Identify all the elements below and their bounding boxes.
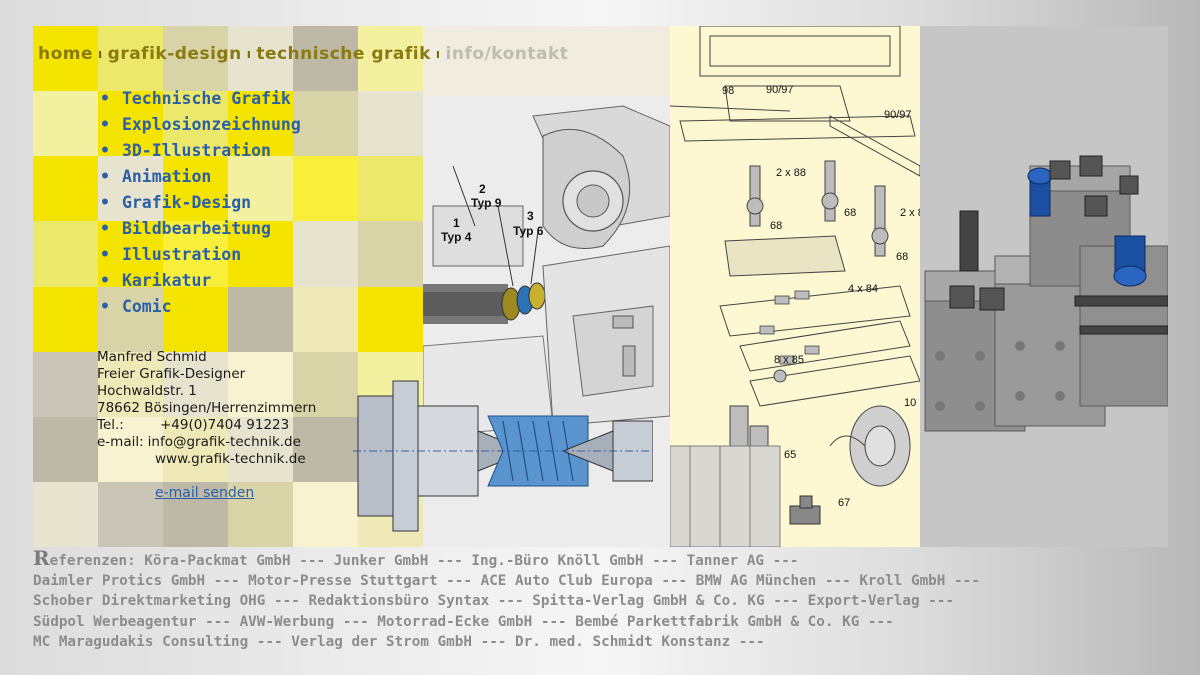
service-item: Animation (100, 164, 301, 190)
mosaic-tile (33, 26, 98, 92)
mosaic-tile (293, 156, 358, 222)
label-typ6: Typ 6 (513, 224, 544, 238)
label-90-97-right: 90/97 (884, 109, 912, 121)
mosaic-tile (293, 91, 358, 157)
label-68-mid: 68 (844, 207, 856, 219)
cross-section-illustration (353, 366, 653, 536)
mosaic-tile (228, 416, 293, 482)
mosaic-tile (33, 221, 98, 287)
service-item: 3D-Illustration (100, 138, 301, 164)
mosaic-tile (358, 286, 423, 352)
nav-item-grafik-design[interactable]: grafik-design (107, 44, 242, 64)
service-item: Explosionzeichnung (100, 112, 301, 138)
nav-item-info-kontakt[interactable]: info/kontakt (445, 44, 569, 64)
label-10: 10 (904, 397, 916, 409)
exploded-view-illustration: 98 90/97 90/97 2 x 88 2 x 88 68 68 68 4 … (670, 26, 920, 547)
contact-email-row: e-mail: info@grafik-technik.de (97, 434, 316, 451)
mosaic-tile (163, 481, 228, 547)
mosaic-tile (228, 351, 293, 417)
reference-line: MC Maragudakis Consulting --- Verlag der… (33, 633, 765, 650)
mosaic-tile (358, 156, 423, 222)
send-email-link[interactable]: e-mail senden (155, 485, 255, 501)
mosaic-tile (33, 156, 98, 222)
reference-line: Daimler Protics GmbH --- Motor-Presse St… (33, 573, 980, 590)
nav-separator: ı (98, 47, 103, 61)
label-90-97-top: 90/97 (766, 84, 794, 96)
exploded-drawing: 98 90/97 90/97 2 x 88 2 x 88 68 68 68 4 … (670, 26, 920, 547)
mosaic-tile (98, 416, 163, 482)
label-typ1-number: 1 (453, 216, 460, 230)
references-heading-line: eferenzen: Köra-Packmat GmbH --- Junker … (49, 553, 799, 569)
mosaic-tile (33, 416, 98, 482)
label-typ9: Typ 9 (471, 196, 502, 210)
nav-separator: ı (435, 47, 441, 61)
label-4x84: 4 x 84 (848, 283, 878, 295)
service-item: Technische Grafik (100, 86, 301, 112)
nav-separator: ı (246, 47, 252, 61)
contact-name: Manfred Schmid (97, 349, 207, 365)
reference-line: Schober Direktmarketing OHG --- Redaktio… (33, 593, 954, 610)
mosaic-tile (163, 351, 228, 417)
yellow-mosaic-background (33, 26, 423, 547)
mosaic-tile (293, 351, 358, 417)
mosaic-tile (163, 26, 228, 92)
mosaic-tile (293, 221, 358, 287)
service-item: Bildbearbeitung (100, 216, 301, 242)
label-67: 67 (838, 497, 850, 509)
reference-line: Südpol Werbeagentur --- AVW-Werbung --- … (33, 613, 894, 630)
mosaic-tile (98, 351, 163, 417)
label-68-left: 68 (770, 220, 782, 232)
mosaic-tile (163, 416, 228, 482)
service-item: Comic (100, 294, 301, 320)
email-label: e-mail: (97, 434, 144, 450)
mosaic-tile (358, 91, 423, 157)
label-2x88-right: 2 x 88 (900, 207, 920, 219)
references-initial: R (33, 546, 50, 570)
contact-title: Freier Grafik-Designer (97, 366, 246, 382)
mosaic-tile (98, 26, 163, 92)
mosaic-tile (33, 286, 98, 352)
contact-street: Hochwaldstr. 1 (97, 383, 197, 399)
phone-label: Tel.: (97, 417, 124, 433)
services-list: Technische GrafikExplosionzeichnung3D-Il… (100, 86, 301, 320)
label-typ2-number: 2 (479, 182, 486, 196)
service-item: Grafik-Design (100, 190, 301, 216)
email-address: info@grafik-technik.de (147, 434, 301, 450)
nav-item-home[interactable]: home (38, 44, 94, 64)
label-2x88-left: 2 x 88 (776, 167, 806, 179)
mosaic-tile (358, 26, 423, 92)
nav-item-technische-grafik[interactable]: technische grafik (256, 44, 431, 64)
label-8x85: 8 x 85 (774, 354, 804, 366)
service-item: Karikatur (100, 268, 301, 294)
mosaic-tile (33, 91, 98, 157)
mosaic-tile (33, 481, 98, 547)
mosaic-tile (228, 26, 293, 92)
mosaic-tile (33, 351, 98, 417)
mosaic-tile (293, 26, 358, 92)
mosaic-tile (293, 416, 358, 482)
contact-website: www.grafik-technik.de (155, 451, 306, 467)
contact-city: 78662 Bösingen/Herrenzimmern (97, 400, 317, 416)
mosaic-tile (98, 481, 163, 547)
label-typ3-number: 3 (527, 209, 534, 223)
hydraulic-valve-illustration (920, 26, 1168, 547)
label-65: 65 (784, 449, 796, 461)
phone-number: +49(0)7404 91223 (160, 417, 290, 433)
references-text: Referenzen: Köra-Packmat GmbH --- Junker… (33, 548, 980, 652)
service-item: Illustration (100, 242, 301, 268)
mosaic-tile (293, 286, 358, 352)
contact-phone-row: Tel.: +49(0)7404 91223 (97, 417, 316, 434)
mosaic-tile (228, 481, 293, 547)
valve-render (920, 26, 1168, 547)
reference-line: Referenzen: Köra-Packmat GmbH --- Junker… (33, 548, 980, 571)
label-98: 98 (722, 85, 734, 97)
mosaic-tile (293, 481, 358, 547)
stage: 2 Typ 9 1 Typ 4 3 Typ 6 (33, 26, 1168, 547)
cross-section-drawing (353, 380, 653, 532)
mosaic-tile (358, 221, 423, 287)
label-typ4: Typ 4 (441, 230, 472, 244)
contact-address: Manfred Schmid Freier Grafik-Designer Ho… (97, 349, 316, 468)
label-68-right: 68 (896, 251, 908, 263)
